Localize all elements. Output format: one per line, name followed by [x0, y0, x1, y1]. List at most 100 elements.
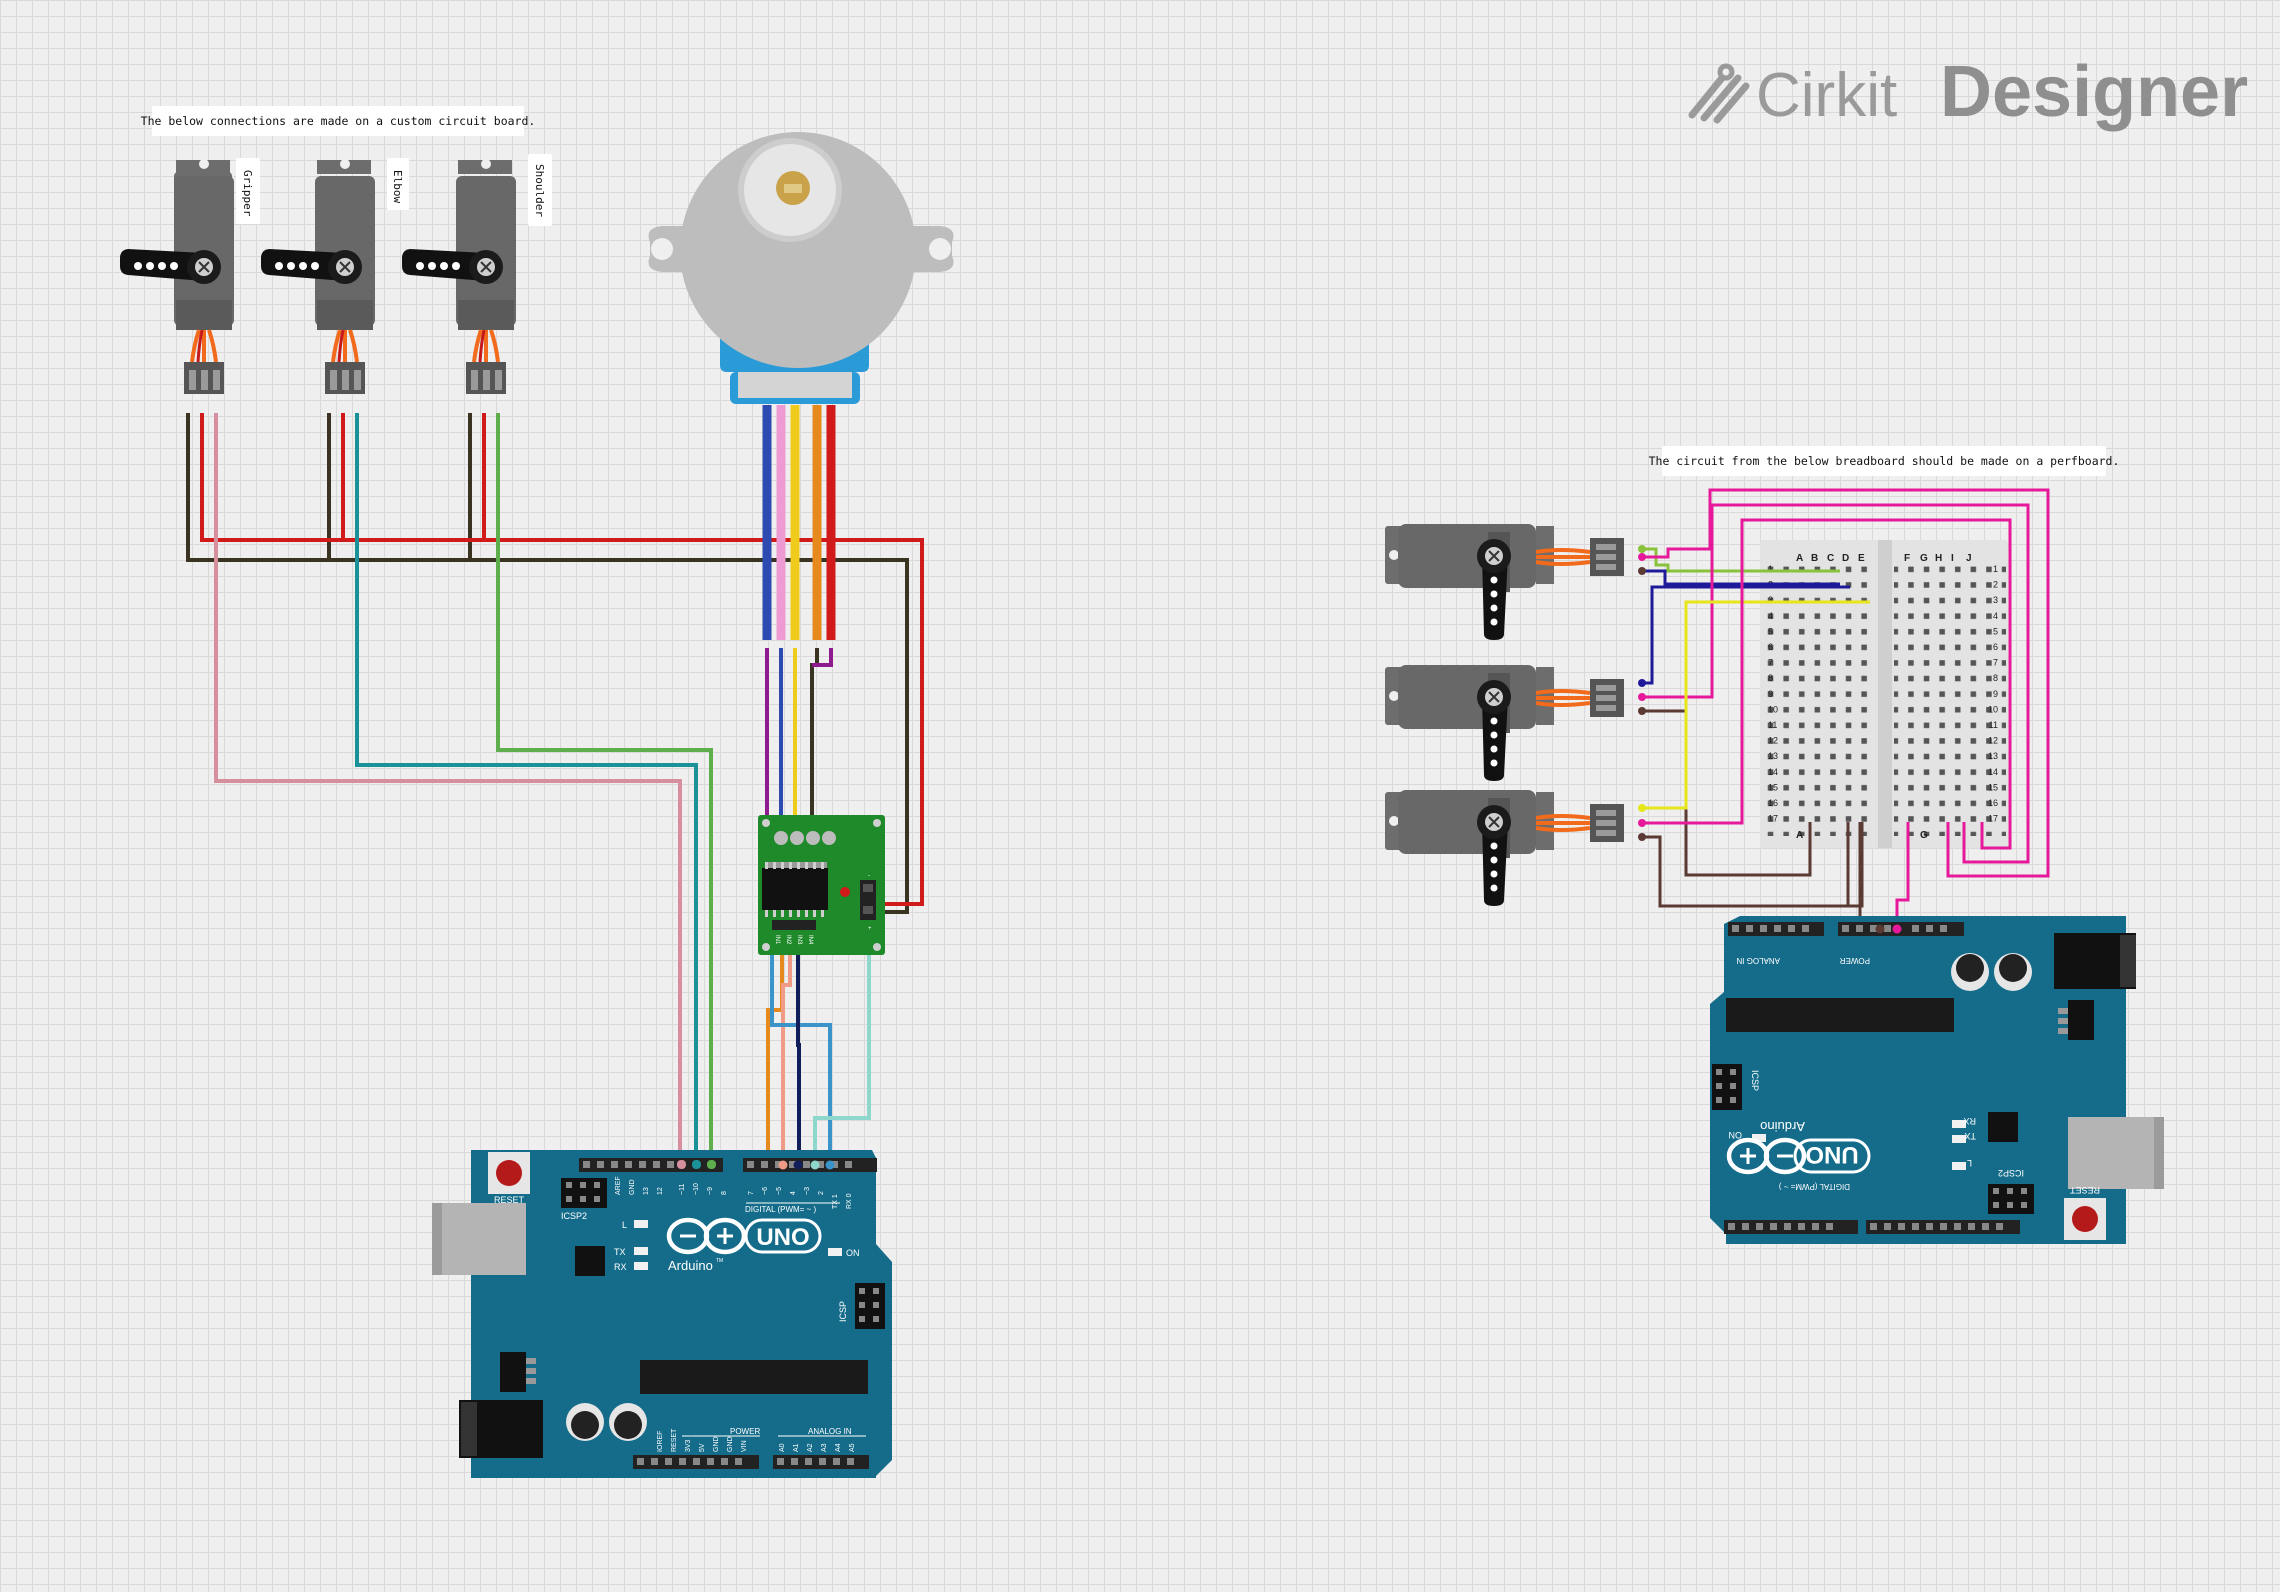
svg-text:5V: 5V	[699, 1443, 706, 1452]
right-note: The circuit from the below breadboard sh…	[1649, 446, 2120, 476]
svg-text:Arduino: Arduino	[1760, 1119, 1805, 1134]
svg-text:DIGITAL (PWM= ~ ): DIGITAL (PWM= ~ )	[745, 1205, 816, 1214]
svg-text:13: 13	[643, 1187, 650, 1195]
svg-text:A1: A1	[793, 1443, 800, 1452]
svg-text:2: 2	[818, 1191, 825, 1195]
svg-text:A3: A3	[821, 1443, 828, 1452]
wire-in3	[796, 928, 801, 1163]
svg-text:GND: GND	[713, 1436, 720, 1452]
svg-text:4: 4	[790, 1191, 797, 1195]
svg-text:Shoulder: Shoulder	[533, 164, 546, 217]
svg-text:L: L	[622, 1220, 627, 1230]
svg-text:C: C	[1827, 553, 1834, 564]
svg-text:Elbow: Elbow	[391, 170, 404, 203]
uln2003-driver: IN1 IN2 IN3 IN4 - +	[758, 815, 885, 955]
svg-text:3V3: 3V3	[685, 1439, 692, 1452]
svg-text:ON: ON	[1729, 1130, 1743, 1140]
servo-shoulder: Shoulder	[402, 154, 552, 394]
svg-text:GND: GND	[629, 1179, 636, 1195]
breadboard-row-label: 2	[1993, 580, 1998, 590]
svg-text:IOREF: IOREF	[657, 1431, 664, 1452]
svg-text:POWER: POWER	[730, 1427, 760, 1436]
svg-text:IN4: IN4	[807, 935, 813, 945]
svg-text:A: A	[1796, 553, 1803, 564]
right-servo-pins	[1638, 545, 1646, 841]
breadboard-row-label: 16	[1768, 798, 1778, 808]
svg-text:RESET: RESET	[671, 1428, 678, 1452]
wire-servo-gnd	[186, 413, 909, 914]
breadboard-col-labels: A B C D E F G H I J A G	[1796, 553, 1972, 841]
breadboard-row-label: 6	[1768, 642, 1773, 652]
wire-gripper-signal	[214, 413, 682, 1163]
breadboard-row-label: 3	[1993, 595, 1998, 605]
wire-in2	[770, 928, 832, 1163]
svg-text:F: F	[1904, 553, 1910, 564]
arduino-logo-left: UNO Arduino TM	[666, 1217, 822, 1273]
breadboard-row-label: 7	[1993, 658, 1998, 668]
cirkit-designer-logo: Cirkit Designer	[1688, 52, 2248, 132]
svg-text:RX: RX	[614, 1262, 627, 1272]
svg-text:J: J	[1966, 553, 1972, 564]
svg-text:TX: TX	[614, 1247, 626, 1257]
svg-text:ICSP: ICSP	[838, 1301, 848, 1322]
breadboard-row-label: 4	[1768, 611, 1773, 621]
wire-servo-vcc	[200, 413, 924, 906]
svg-text:GND: GND	[727, 1436, 734, 1452]
breadboard-row-label: 5	[1993, 626, 1998, 636]
svg-text:ICSP2: ICSP2	[1998, 1168, 2024, 1178]
servo-elbow: Elbow	[261, 158, 409, 394]
svg-text:TX: TX	[1964, 1131, 1976, 1141]
svg-text:RESET: RESET	[2069, 1185, 2100, 1195]
svg-text:8: 8	[721, 1191, 728, 1195]
breadboard-row-label: 1	[1768, 564, 1773, 574]
wire-in4	[812, 918, 871, 1163]
svg-text:-: -	[868, 873, 870, 879]
wire-in1-b	[781, 928, 792, 1163]
svg-text:~3: ~3	[804, 1187, 811, 1195]
servo-label-shoulder: Shoulder	[528, 154, 552, 226]
breadboard-row-label: 14	[1988, 767, 1998, 777]
svg-text:G: G	[1920, 553, 1928, 564]
stepper-motor	[648, 132, 954, 404]
breadboard-row-label: 12	[1988, 736, 1998, 746]
svg-text:A0: A0	[779, 1443, 786, 1452]
right-wires	[1642, 488, 2050, 934]
svg-text:~5: ~5	[776, 1187, 783, 1195]
wire-elbow-signal	[355, 413, 698, 1163]
wire-in1	[766, 928, 784, 1163]
breadboard-row-label: 17	[1988, 814, 1998, 824]
svg-text:IN2: IN2	[785, 935, 791, 945]
breadboard-row-label: 15	[1988, 782, 1998, 792]
svg-text:+: +	[868, 926, 872, 932]
breadboard-row-label: 17	[1768, 814, 1778, 824]
svg-text:RESET: RESET	[494, 1195, 525, 1205]
servo-label-gripper: Gripper	[236, 158, 260, 224]
svg-text:ICSP: ICSP	[1750, 1070, 1760, 1091]
servo-gripper: Gripper	[120, 158, 260, 394]
svg-text:Gripper: Gripper	[241, 170, 254, 217]
servo-right-2	[1385, 665, 1624, 781]
svg-text:7: 7	[748, 1191, 755, 1195]
breadboard-row-label: 15	[1768, 782, 1778, 792]
breadboard-row-label: 11	[1768, 720, 1777, 730]
svg-text:ANALOG IN: ANALOG IN	[1736, 956, 1780, 965]
svg-text:I: I	[1951, 553, 1954, 564]
svg-text:A2: A2	[807, 1443, 814, 1452]
svg-text:POWER: POWER	[1840, 956, 1870, 965]
wire-shoulder-signal	[496, 413, 713, 1163]
right-note-text: The circuit from the below breadboard sh…	[1649, 454, 2120, 468]
breadboard-row-label: 16	[1988, 798, 1998, 808]
svg-text:H: H	[1935, 553, 1942, 564]
breadboard-row-label: 13	[1768, 751, 1778, 761]
svg-text:E: E	[1858, 553, 1865, 564]
breadboard-row-label: 7	[1768, 658, 1773, 668]
svg-text:L: L	[1967, 1158, 1972, 1168]
servo-right-3	[1385, 790, 1624, 906]
svg-text:IN1: IN1	[774, 935, 780, 945]
breadboard-row-label: 10	[1988, 704, 1998, 714]
servo-right-1	[1385, 524, 1624, 640]
svg-text:DIGITAL (PWM= ~ ): DIGITAL (PWM= ~ )	[1779, 1182, 1850, 1191]
svg-text:12: 12	[657, 1187, 664, 1195]
breadboard-row-label: 3	[1768, 595, 1773, 605]
